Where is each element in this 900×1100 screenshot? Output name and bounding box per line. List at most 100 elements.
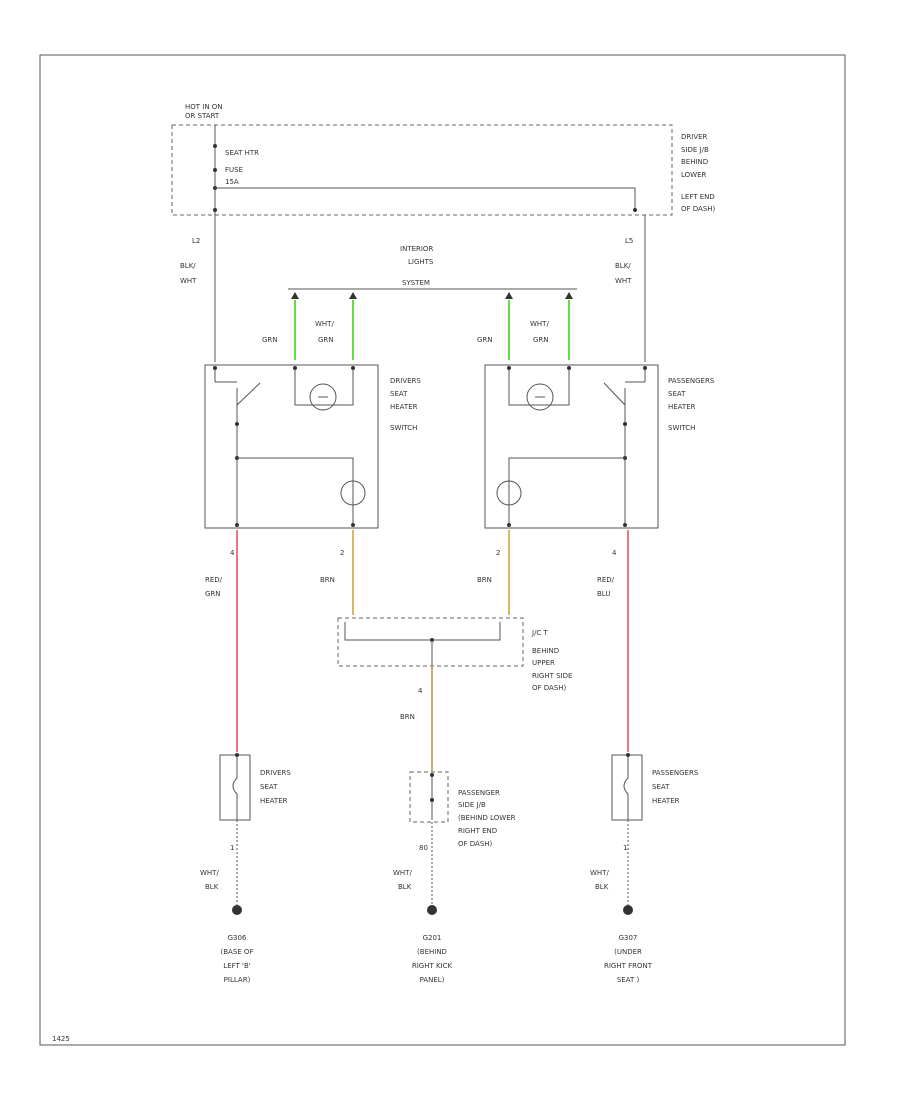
passenger-heater-3: HEATER (652, 797, 680, 805)
interior-lights-2: LIGHTS (408, 258, 434, 266)
driver-switch-2: SEAT (390, 390, 408, 398)
passenger-heater-element (623, 757, 629, 820)
pin-left-2: 2 (340, 549, 344, 557)
wire-brn-2: BRN (477, 576, 492, 584)
gnd-3-d: SEAT ) (617, 976, 640, 984)
wire-red-blu-2: BLU (597, 590, 610, 598)
diagram-border (39, 54, 846, 1046)
pin-right-1: 4 (612, 549, 617, 557)
wire-l2-left: L2 (192, 237, 200, 245)
gnd-3-a: G307 (619, 934, 638, 942)
hot-in-on-line-2: OR START (185, 112, 220, 120)
passenger-lamp-loop (508, 370, 570, 406)
driver-lamp-loop (294, 370, 354, 406)
jct-4: RIGHT SIDE (532, 672, 572, 680)
terminal-4 (565, 292, 573, 299)
driver-jb-1: DRIVER (681, 133, 708, 141)
passenger-jb-pin-top (430, 773, 434, 777)
jct-1: J/C T (531, 629, 549, 637)
gnd-wire-1-a: WHT/ (200, 869, 219, 877)
driver-heater-3: HEATER (260, 797, 288, 805)
jct-3: UPPER (532, 659, 555, 667)
driver-switch-node-1 (235, 422, 239, 426)
wire-blk-left-2: WHT (180, 277, 197, 285)
wire-grn-1: GRN (262, 336, 278, 344)
driver-switch-out-2 (351, 523, 355, 527)
gnd-wire-2-a: WHT/ (393, 869, 412, 877)
driver-switch-pin-b (293, 366, 297, 370)
jct-box (337, 617, 524, 667)
ground-icon-3 (623, 905, 633, 915)
wire-red-grn-2: GRN (205, 590, 221, 598)
wire-red-blu-1: RED/ (597, 576, 615, 584)
passenger-heater-pin-top (626, 753, 630, 757)
passenger-jb-5: OF DASH) (458, 840, 493, 848)
driver-switch-3: HEATER (390, 403, 418, 411)
pin-right-2: 2 (496, 549, 500, 557)
pin-ph: 1 (623, 844, 627, 852)
hot-in-on-line-1: HOT IN ON (185, 103, 223, 111)
terminal-3 (505, 292, 513, 299)
wire-red-grn-1: RED/ (205, 576, 223, 584)
driver-switch-pin-c (351, 366, 355, 370)
passenger-switch-2: SEAT (668, 390, 686, 398)
passenger-led-wire (508, 457, 625, 525)
jct-2: BEHIND (532, 647, 559, 655)
gnd-2-a: G201 (423, 934, 442, 942)
passenger-jb-3: (BEHIND LOWER (458, 814, 516, 822)
terminal-1 (291, 292, 299, 299)
passenger-jb-box (409, 771, 449, 823)
driver-heater-box (219, 754, 251, 821)
passenger-heater-1: PASSENGERS (652, 769, 699, 777)
gnd-3-c: RIGHT FRONT (604, 962, 653, 970)
driver-lamp-icon (309, 383, 337, 411)
fuse-node-bottom (213, 208, 217, 212)
jct-bus (344, 622, 501, 641)
pin-left-1: 4 (230, 549, 235, 557)
pin-jct: 4 (418, 687, 423, 695)
wire-whtgrn-2-a: WHT/ (530, 320, 549, 328)
passenger-switch-pin-b (567, 366, 571, 370)
passenger-switch-1: PASSENGERS (668, 377, 715, 385)
ground-icon-1 (232, 905, 242, 915)
passenger-lamp-icon (526, 383, 554, 411)
passenger-jb-node (430, 798, 434, 802)
wire-brn-3: BRN (400, 713, 415, 721)
passenger-heater-2: SEAT (652, 783, 670, 791)
gnd-1-d: PILLAR) (224, 976, 251, 984)
gnd-wire-3-b: BLK (595, 883, 609, 891)
gnd-2-b: (BEHIND (417, 948, 447, 956)
passenger-switch-pin-a (507, 366, 511, 370)
driver-led-wire (237, 457, 354, 525)
fuse-label-2: FUSE (225, 166, 243, 174)
wire-blk-right-1: BLK/ (615, 262, 631, 270)
gnd-2-c: RIGHT KICK (412, 962, 453, 970)
ground-icon-2 (427, 905, 437, 915)
driver-jb-2: SIDE J/B (681, 146, 709, 154)
gnd-2-d: PANEL) (420, 976, 445, 984)
wire-l5-right: L5 (625, 237, 633, 245)
passenger-switch-box (484, 364, 659, 529)
driver-heater-element (232, 757, 238, 820)
passenger-heater-box (611, 754, 643, 821)
gnd-1-b: (BASE OF (221, 948, 254, 956)
passenger-switch-4: SWITCH (668, 424, 695, 432)
passenger-switch-out-2 (623, 523, 627, 527)
wire-brn-1: BRN (320, 576, 335, 584)
interior-lights-1: INTERIOR (400, 245, 433, 253)
driver-switch-out-1 (235, 523, 239, 527)
passenger-switch-node-1 (623, 422, 627, 426)
driver-jb-3: BEHIND (681, 158, 708, 166)
fuse-node-right (633, 208, 637, 212)
gnd-1-c: LEFT 'B' (223, 962, 250, 970)
pin-pjb: 80 (419, 844, 428, 852)
driver-switch-pin-a (213, 366, 217, 370)
fuse-label-3: 15A (225, 178, 239, 186)
gnd-3-b: (UNDER (614, 948, 642, 956)
terminal-2 (349, 292, 357, 299)
driver-heater-2: SEAT (260, 783, 278, 791)
fuse-block-box (171, 124, 673, 216)
driver-switch-1: DRIVERS (390, 377, 421, 385)
passenger-jb-2: SIDE J/B (458, 801, 486, 809)
